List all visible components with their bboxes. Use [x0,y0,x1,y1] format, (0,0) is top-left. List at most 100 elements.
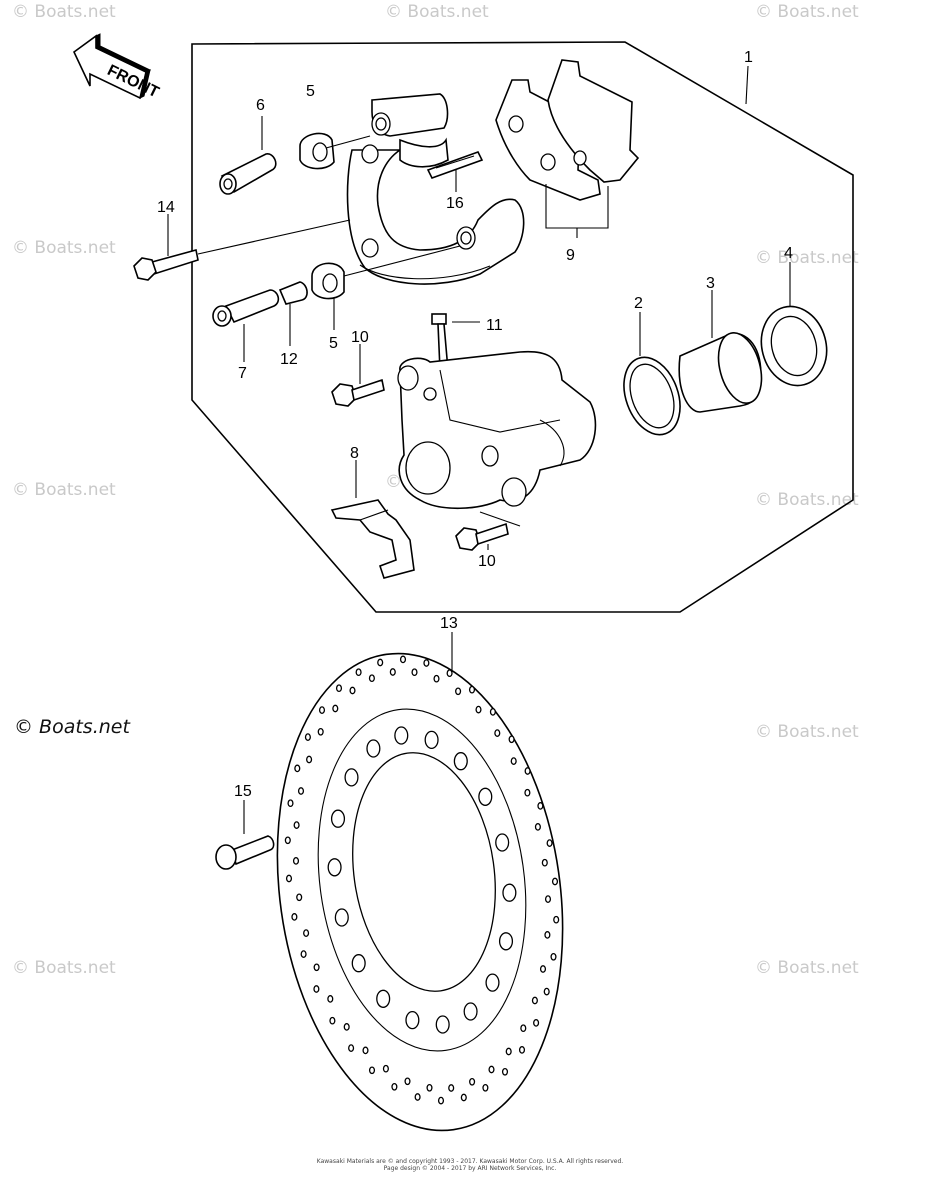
disc-hole [541,858,548,867]
callout-16: 16 [446,195,464,212]
disc-hole [534,823,541,831]
front-arrow-icon: FRONT [72,33,162,101]
disc-hole [404,1077,411,1086]
callout-11: 11 [486,317,503,334]
disc-hole [524,767,531,775]
piston-3 [678,332,763,413]
boats-net-logo-text: © Boats.net [14,716,130,738]
leader-1 [745,65,749,105]
leader-14b [197,219,351,255]
disc-hole [485,973,500,992]
disc-hole [368,1066,376,1075]
disc-hole [327,995,334,1003]
callout-5-lower: 5 [329,335,338,352]
disc-hole [524,788,531,797]
disc-hole [539,965,547,973]
watermark: © Boats.net [385,2,489,22]
callout-13: 13 [440,615,458,632]
callout-6: 6 [256,97,265,114]
disc-hole [376,989,391,1008]
disc-hole [446,669,453,678]
callout-7: 7 [238,365,247,382]
disc-hole [475,705,482,714]
disc-hole [405,1010,420,1030]
disc-hole [317,727,324,736]
disc-hole [550,952,557,961]
disc-hole [426,1083,433,1092]
disc-hole [520,1024,527,1033]
copyright-notice: Kawasaki Materials are © and copyright 1… [250,1158,690,1172]
callout-4: 4 [784,245,793,262]
disc-hole [284,836,291,845]
seal-2 [623,356,681,436]
disc-hole [544,895,552,903]
watermark: © Boats.net [755,490,859,510]
disc-hole [293,821,300,829]
disc-hole [433,674,440,683]
disc-hole [518,1046,526,1054]
callout-9: 9 [566,247,575,264]
disc-hole [382,1064,389,1073]
disc-hole [501,1067,509,1076]
watermark: © Boats.net [12,238,116,258]
disc-hole [351,954,366,973]
brake-disc-13 [276,652,564,1132]
brake-pad-left [495,79,601,201]
disc-hole [285,874,293,883]
disc-hole [327,858,342,877]
callout-10-upper: 10 [351,329,369,346]
disc-hole [318,706,326,714]
disc-hole [553,915,560,924]
disc-hole [343,1023,350,1031]
disc-hole [330,809,346,828]
watermark: © Boats.net [755,958,859,978]
disc-hole [494,729,501,737]
disc-hole [391,1082,398,1091]
disc-hole [468,685,476,694]
disc-hole [469,1077,476,1086]
disc-hole [335,684,343,693]
disc-hole [460,1093,467,1102]
callout-3: 3 [706,275,715,292]
watermark: © Boats.net [755,722,859,742]
disc-hole [348,1044,355,1052]
disc-hole [448,1084,455,1092]
disc-hole [414,1093,421,1101]
disc-hole [332,704,339,713]
callout-10-lower: 10 [478,553,496,570]
disc-hole [287,799,294,808]
disc-hole [505,1047,512,1056]
sleeve-pin-6 [219,153,277,195]
disc-hole [423,659,430,667]
disc-hole [508,735,515,744]
disc-hole [544,931,551,939]
disc-hole [368,674,375,683]
disc-hole [399,655,407,664]
bolt-15 [215,835,275,870]
sleeve-12 [278,281,308,305]
disc-hole [377,658,384,667]
caliper-body [397,350,597,510]
leader-10-lower-b [479,511,521,527]
callout-14: 14 [157,199,175,216]
boot-5-lower [311,262,345,300]
disc-hole [482,1083,489,1092]
disc-hole [488,1065,495,1074]
disc-hole [355,668,362,677]
dust-seal-4 [760,305,828,387]
callout-12: 12 [280,351,298,368]
copyright-line-1: Kawasaki Materials are © and copyright 1… [316,1158,624,1165]
disc-hole [502,883,517,902]
disc-hole [435,1015,450,1034]
disc-hole [313,985,320,993]
bolt-10-upper [331,378,385,407]
callout-2: 2 [634,295,643,312]
assembly-boundary [191,41,854,613]
disc-hole [498,932,514,951]
disc-hole [551,877,559,886]
leader-5-lower-b [343,245,461,277]
disc-hole [366,739,381,758]
brake-pad-right [547,59,640,183]
disc-hole [424,730,439,750]
